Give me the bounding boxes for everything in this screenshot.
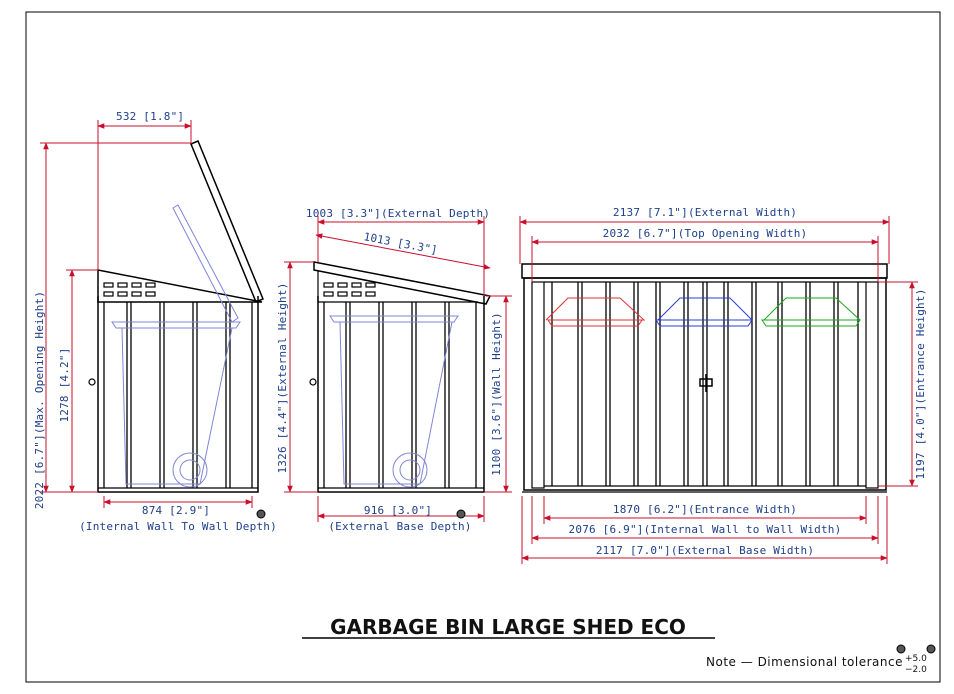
side-view-dimensions bbox=[40, 120, 253, 508]
side-wall-panels bbox=[98, 302, 258, 489]
side-roof bbox=[97, 269, 263, 303]
side-reference-dot bbox=[256, 509, 266, 519]
middle-view bbox=[309, 261, 492, 493]
dim-external-width: 2137 [7.1"](External Width) bbox=[613, 206, 797, 219]
front-view-dimensions bbox=[519, 216, 918, 564]
dim-base-depth: 916 [3.0"] bbox=[364, 504, 432, 517]
middle-roof bbox=[313, 261, 492, 305]
dim-roof-length: 1013 [3.3"] bbox=[363, 230, 439, 257]
middle-view-dimensions bbox=[284, 216, 512, 522]
middle-wall-panels bbox=[318, 302, 484, 489]
drawing-border bbox=[25, 11, 941, 683]
front-bin-red bbox=[545, 297, 646, 321]
dim-entrance-width: 1870 [6.2"](Entrance Width) bbox=[613, 503, 797, 516]
dim-max-opening-height: 2022 [6.7"](Max. Opening Height) bbox=[33, 291, 46, 509]
middle-handle bbox=[309, 378, 317, 386]
dim-wall-height: 1100 [3.6"](Wall Height) bbox=[490, 312, 503, 476]
tolerance-plus: +5.0 bbox=[905, 654, 927, 664]
dim-internal-width: 2076 [6.9"](Internal Wall to Wall Width) bbox=[569, 523, 842, 536]
note-dot-left bbox=[896, 644, 906, 654]
middle-bin bbox=[329, 315, 459, 488]
dim-lid-overhang: 532 [1.8"] bbox=[116, 110, 184, 123]
dim-base-depth-note: (External Base Depth) bbox=[328, 520, 471, 533]
dim-top-opening-width: 2032 [6.7"](Top Opening Width) bbox=[603, 227, 808, 240]
dim-internal-depth: 874 [2.9"] bbox=[142, 504, 210, 517]
dim-side-height: 1278 [4.2"] bbox=[58, 347, 71, 422]
middle-reference-dot bbox=[456, 509, 466, 519]
front-left-post bbox=[531, 281, 545, 489]
side-handle bbox=[88, 378, 96, 386]
dim-entrance-height: 1197 [4.0"](Entrance Height) bbox=[914, 288, 927, 479]
middle-body-outline bbox=[317, 296, 485, 493]
front-bin-green bbox=[763, 297, 861, 321]
drawing-title: GARBAGE BIN LARGE SHED ECO bbox=[330, 615, 686, 639]
side-body-outline bbox=[97, 296, 259, 493]
side-bin bbox=[111, 204, 241, 488]
dim-external-base-width: 2117 [7.0"](External Base Width) bbox=[596, 544, 814, 557]
front-bin-blue bbox=[657, 297, 753, 321]
front-door-panels bbox=[551, 282, 859, 486]
front-body-outline bbox=[523, 277, 887, 491]
front-view bbox=[521, 263, 888, 493]
tolerance-note: Note — Dimensional tolerance bbox=[706, 655, 903, 669]
note-dot-right bbox=[926, 644, 936, 654]
side-open-lid bbox=[190, 140, 264, 303]
dim-external-height: 1326 [4.4"](External Height) bbox=[276, 282, 289, 473]
front-roof bbox=[521, 263, 888, 279]
side-view bbox=[88, 140, 264, 493]
middle-vents bbox=[323, 282, 376, 297]
tolerance-minus: −2.0 bbox=[905, 665, 927, 675]
dim-internal-depth-note: (Internal Wall To Wall Depth) bbox=[79, 520, 277, 533]
dim-external-depth: 1003 [3.3"](External Depth) bbox=[306, 207, 490, 220]
side-vents bbox=[103, 282, 156, 297]
front-right-post bbox=[865, 281, 879, 489]
